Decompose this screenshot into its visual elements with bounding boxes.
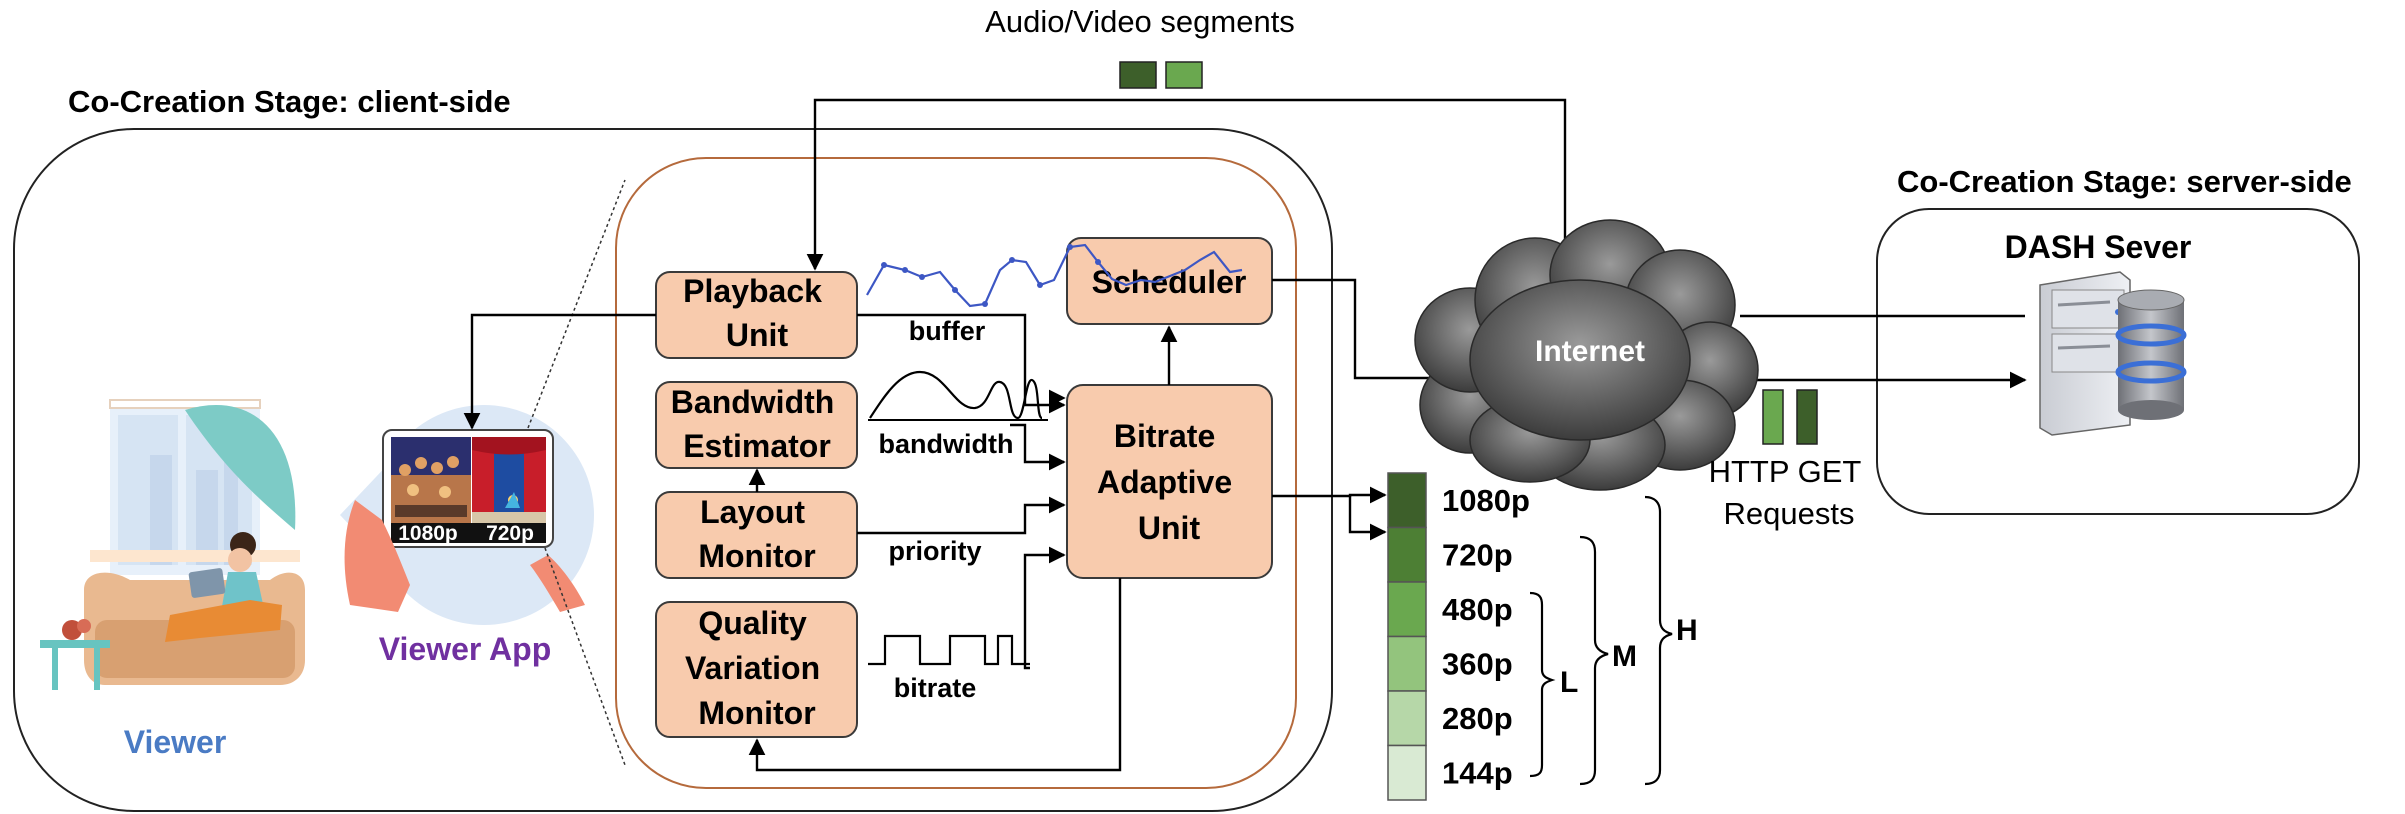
segments-title: Audio/Video segments	[985, 4, 1295, 39]
group-high-label: H	[1676, 614, 1698, 647]
ladder-level-label: 144p	[1442, 756, 1513, 791]
internet-cloud: Internet	[1414, 219, 1759, 491]
zoom-guide-bottom	[544, 547, 626, 766]
ladder-level-label: 720p	[1442, 538, 1513, 573]
request-block-2	[1796, 389, 1818, 445]
playback-unit-label: Playback Unit	[683, 273, 831, 353]
server-icon	[2039, 271, 2131, 436]
concert-thumbnail	[391, 437, 471, 523]
bandwidth-signal-curve	[869, 370, 1044, 420]
client-stage-title: Co-Creation Stage: client-side	[68, 84, 511, 119]
viewer-app-label: Viewer App	[379, 631, 552, 667]
ladder-level-label: 360p	[1442, 647, 1513, 682]
bandwidth-estimator-label: Bandwidth Estimator	[671, 384, 843, 464]
scheduler-label: Scheduler	[1092, 264, 1247, 300]
bandwidth-label: bandwidth	[879, 429, 1014, 459]
bitrate-label: bitrate	[894, 673, 977, 703]
viewer-illustration: Viewer	[40, 399, 305, 760]
ladder-level-block	[1387, 526, 1427, 583]
ladder-level-block	[1387, 635, 1427, 692]
quality-variation-monitor-box: Quality Variation Monitor	[655, 601, 858, 738]
buffer-label: buffer	[909, 316, 986, 346]
request-block-1	[1762, 389, 1784, 445]
scheduler-box: Scheduler	[1066, 237, 1273, 325]
app-res-left-label: 1080p	[398, 522, 458, 545]
bandwidth-estimator-box: Bandwidth Estimator	[655, 381, 858, 469]
theater-thumbnail	[472, 437, 546, 523]
layout-monitor-label: Layout Monitor	[698, 494, 815, 574]
viewer-app-illustration: 1080p 720p Viewer App	[340, 405, 594, 667]
group-low-label: L	[1560, 666, 1578, 699]
ladder-level-block	[1387, 581, 1427, 638]
database-icon	[2115, 289, 2187, 420]
internet-label: Internet	[1535, 335, 1645, 368]
client-stage-container	[13, 128, 1333, 812]
app-res-right-label: 720p	[486, 522, 534, 545]
ladder-level-label: 480p	[1442, 592, 1513, 627]
group-medium-label: M	[1612, 640, 1637, 673]
bitrate-ladder: 1080p 720p 480p 360p 280p 144p	[1387, 472, 1530, 801]
dash-server-label: DASH Sever	[2005, 229, 2192, 265]
ladder-level-label: 1080p	[1442, 483, 1530, 518]
ladder-level-block	[1387, 472, 1427, 529]
viewer-label: Viewer	[124, 724, 227, 760]
player-logic-container	[615, 157, 1297, 789]
zoom-guide-top	[527, 179, 626, 429]
segment-block-dark	[1119, 61, 1157, 89]
buffer-signal-curve	[866, 243, 1243, 308]
server-stage-container	[1876, 208, 2360, 515]
quality-variation-monitor-label: Quality Variation Monitor	[685, 605, 829, 731]
segment-block-light	[1165, 61, 1203, 89]
ladder-level-block	[1387, 744, 1427, 801]
server-stage-title: Co-Creation Stage: server-side	[1897, 164, 2352, 199]
http-get-label: HTTP GET Requests	[1709, 454, 1870, 531]
priority-label: priority	[888, 536, 981, 566]
buffer-signal-points	[881, 244, 1101, 307]
group-brackets	[1529, 495, 1673, 786]
bitrate-signal-curve	[868, 634, 1030, 666]
ladder-level-label: 280p	[1442, 701, 1513, 736]
network-arrows	[806, 98, 2027, 541]
ladder-level-block	[1387, 690, 1427, 747]
layout-monitor-box: Layout Monitor	[655, 491, 858, 579]
bitrate-adaptive-unit-box: Bitrate Adaptive Unit	[1066, 384, 1273, 579]
bitrate-adaptive-unit-label: Bitrate Adaptive Unit	[1097, 418, 1241, 546]
playback-unit-box: Playback Unit	[655, 271, 858, 359]
internal-arrows	[463, 313, 1178, 772]
